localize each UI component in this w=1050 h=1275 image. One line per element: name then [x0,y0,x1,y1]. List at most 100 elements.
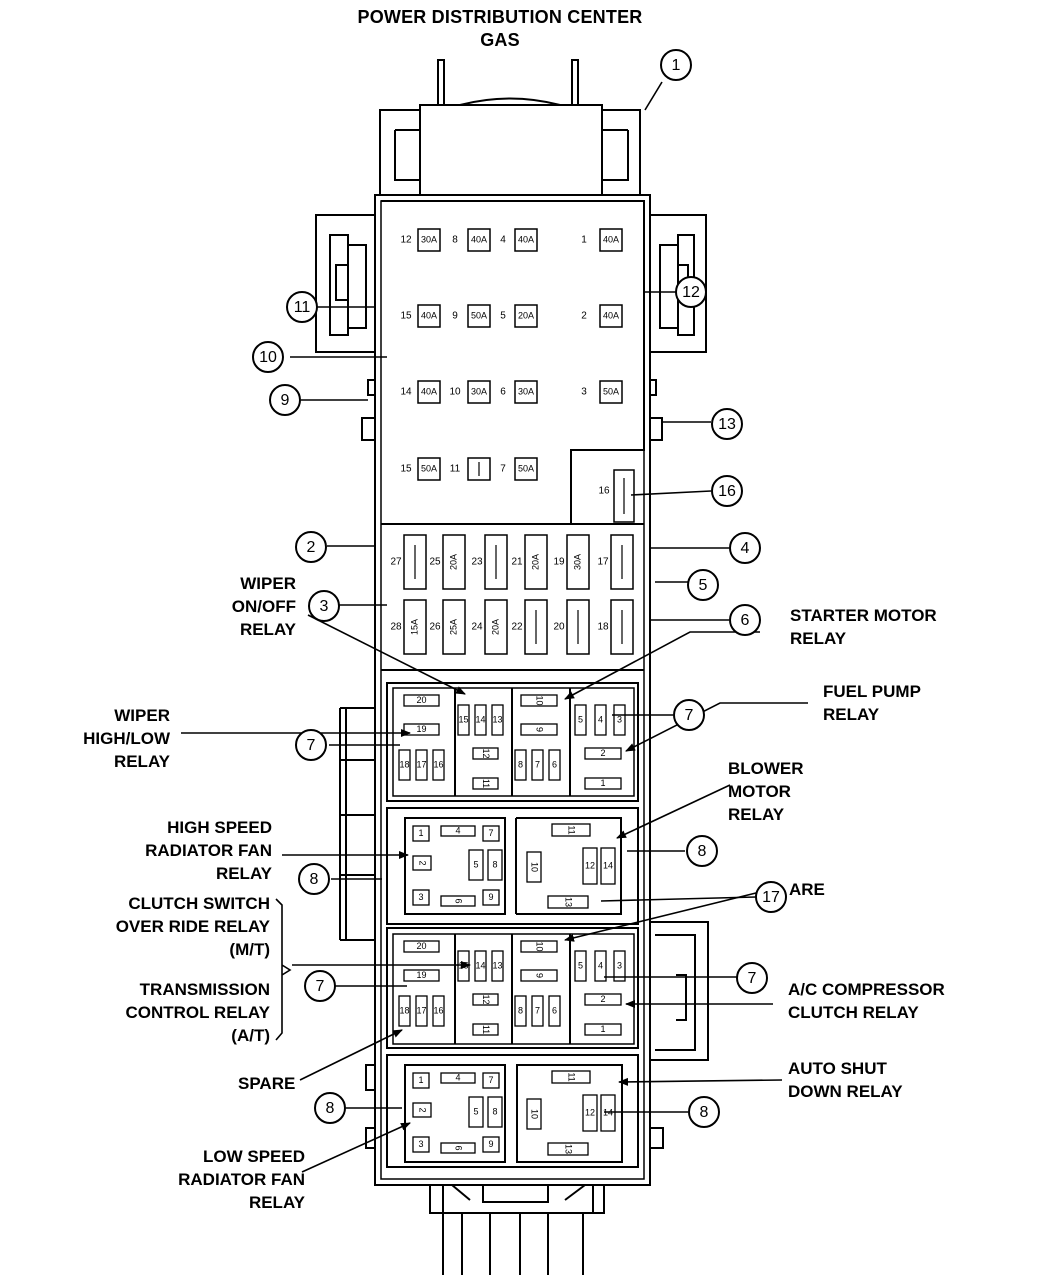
relay-pin-number: 2 [418,1107,428,1112]
relay-pin [594,704,607,736]
relay-pin-number: 3 [617,714,622,724]
relay-pin [412,889,430,906]
relay-pin-number: 9 [535,727,545,732]
relay-pin [468,1096,484,1128]
maxi-fuse-rating: 40A [603,310,619,320]
relay-pin-number: 13 [492,714,502,724]
relay-pin-number: 14 [603,860,613,870]
relay-pin-number: 5 [578,960,583,970]
relay-pin [514,749,527,781]
relay-pin [412,855,432,871]
maxi-fuse-number: 3 [581,387,587,398]
callout-circle [269,384,301,416]
relay-pin [548,995,561,1027]
mini-fuse [484,599,508,655]
relay-pin [472,1023,499,1036]
mini-fuse-number: 27 [390,557,402,568]
relay-pin [415,995,428,1027]
maxi-fuse [467,304,491,328]
mini-fuse-number: 24 [471,622,483,633]
callout-circle [308,590,340,622]
callout-number: 13 [718,416,736,433]
relay-pin [403,969,440,982]
relay-pin [487,849,503,881]
relay-pin-number: 7 [535,759,540,769]
callout-number: 7 [685,707,694,724]
callout-number: 2 [307,539,316,556]
relay-pin [468,849,484,881]
callout-circle [711,408,743,440]
maxi-fuse [417,457,441,481]
callout-circle [736,962,768,994]
mini-fuse-number: 19 [553,557,565,568]
callout-circle [755,881,787,913]
callout-number: 8 [326,1100,335,1117]
maxi-fuse-rating: 40A [421,310,437,320]
relay-pin-number: 12 [481,994,491,1004]
maxi-fuse-number: 14 [400,387,412,398]
label-spare-top: ARE [789,880,825,899]
relay-pin-number: 10 [535,941,545,951]
relay-pin [582,1094,598,1132]
relay-pin [482,825,500,842]
maxi-fuse-number: 11 [450,464,461,475]
mini-fuse [566,534,590,590]
relay-pin [600,847,616,885]
relay-pin [412,825,430,842]
relay-pin [412,1072,430,1089]
relay-pin [520,940,558,953]
callout-number: 9 [281,392,290,409]
relay-pin-number: 18 [399,759,409,769]
maxi-fuse [599,380,623,404]
callout-circle [295,531,327,563]
relay-pin-number: 17 [416,1005,426,1015]
relay-pin [526,851,542,883]
maxi-fuse-rating: 50A [421,463,437,473]
relay-pin-number: 8 [518,759,523,769]
relay-pin-number: 2 [600,748,605,758]
maxi-fuse-number: 5 [500,311,506,322]
mini-fuse-number: 18 [597,622,609,633]
mini-fuse-number: 17 [597,557,609,568]
relay-pin [582,847,598,885]
relay-pin-number: 7 [488,828,493,838]
relay-pin-number: 13 [492,960,502,970]
relay-pin [531,749,544,781]
maxi-fuse-rating: 50A [603,386,619,396]
maxi-fuse [514,457,538,481]
maxi-fuse-rating: 40A [421,386,437,396]
diagram-title-line-1: POWER DISTRIBUTION CENTER [357,7,643,27]
relay-pin [472,777,499,790]
relay-pin [531,995,544,1027]
callout-circle [673,699,705,731]
relay-pin-number: 9 [488,1139,493,1149]
callout-circle [286,291,318,323]
relay-pin [547,1142,589,1156]
mini-fuse-number: 21 [511,557,523,568]
relay-pin-number: 6 [454,898,464,903]
relay-pin-number: 19 [416,724,426,734]
relay-pin [403,940,440,953]
callout-circle [729,532,761,564]
relay-pin-number: 11 [567,825,577,834]
maxi-fuse-rating: 30A [471,386,487,396]
callout-circle [711,475,743,507]
mini-fuse [442,599,466,655]
callout-number: 5 [699,577,708,594]
mini-fuse-rating: 20A [490,619,500,635]
relay-pin-number: 6 [552,759,557,769]
maxi-fuse-number: 1 [581,235,587,246]
relay-pin [403,694,440,707]
relay-pin [547,895,589,909]
maxi-fuse-rating: 40A [603,234,619,244]
relay-pin-number: 15 [458,714,468,724]
relay-pin [574,704,587,736]
relay-pin-number: 11 [481,779,491,788]
mini-fuse [442,534,466,590]
maxi-fuse-number: 4 [500,235,506,246]
